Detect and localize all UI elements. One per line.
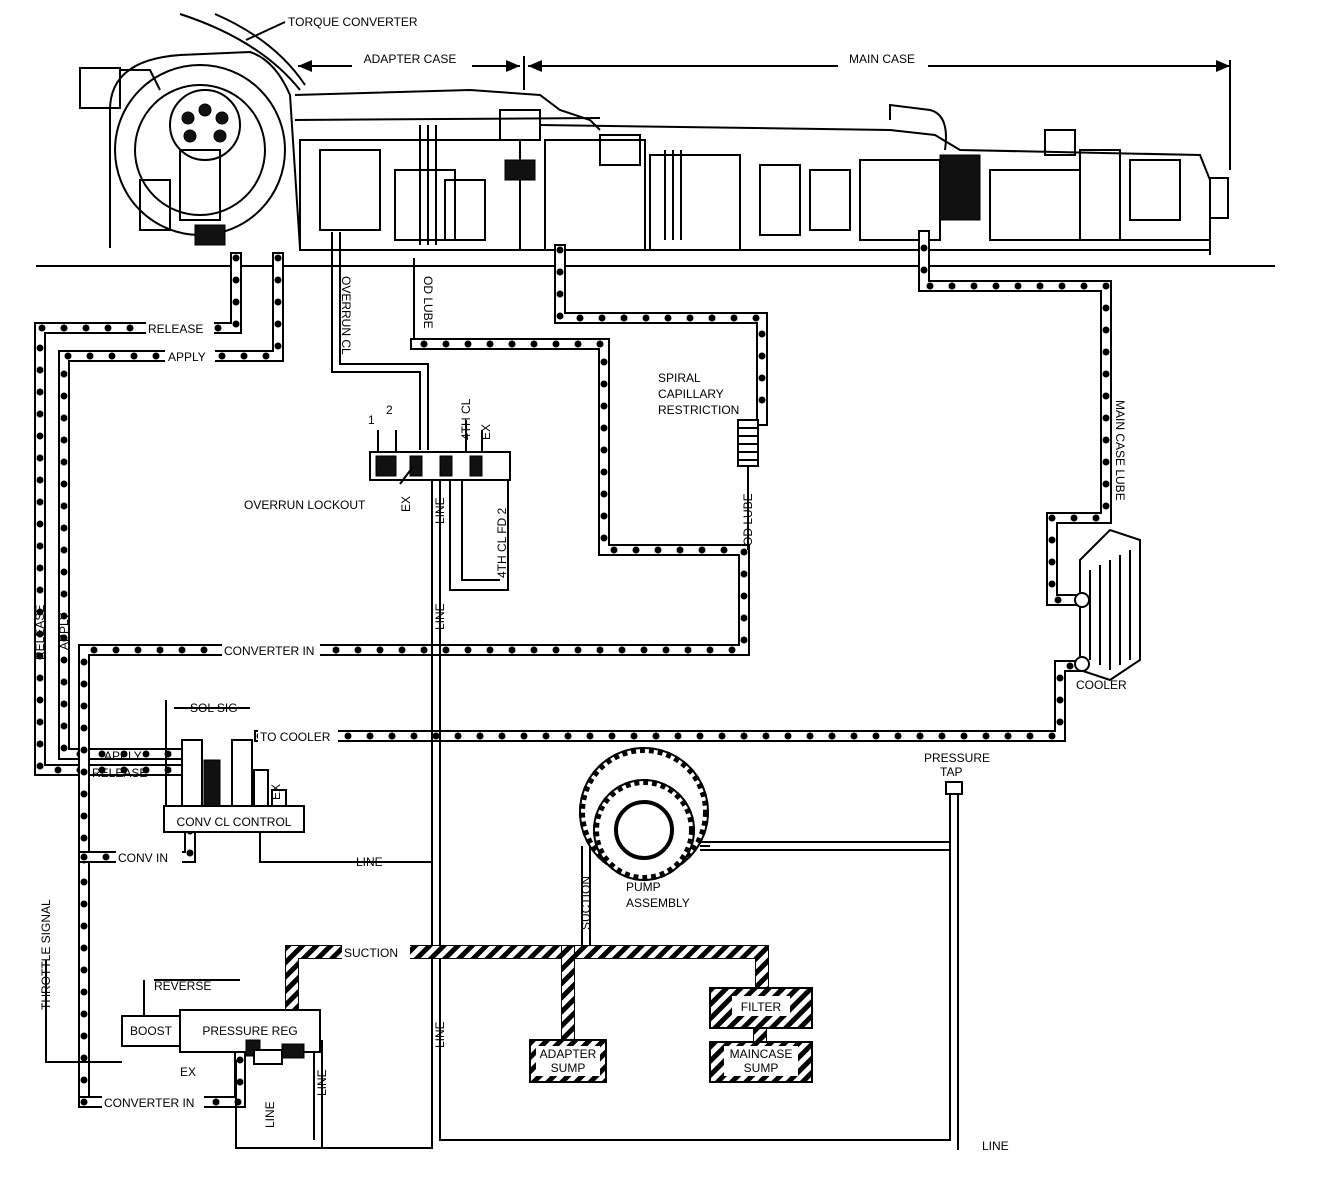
labels: RELEASE APPLY CONVERTER IN TO COOLER SOL… (33, 276, 1127, 1153)
line-pressure-lines (45, 232, 959, 1150)
spiral-capillary-label-2: CAPILLARY (658, 387, 724, 401)
suction-vertical-label: SUCTION (579, 876, 593, 930)
overrun-lockout-valve: OVERRUN LOCKOUT (244, 420, 511, 512)
cooler: COOLER (1074, 528, 1141, 692)
adapter-case-label: ADAPTER CASE (364, 52, 457, 66)
apply-side-label: APPLY (57, 612, 71, 650)
pressure-reg-label: PRESSURE REG (202, 1024, 297, 1038)
od-lube-lower-label: OD LUBE (741, 493, 755, 546)
cooler-label: COOLER (1076, 678, 1127, 692)
release-top-label: RELEASE (148, 322, 203, 336)
conv-in-label: CONV IN (118, 851, 168, 865)
apply-valve-label: APPLY (104, 749, 142, 763)
release-valve-label: RELEASE (92, 766, 147, 780)
line-bottom-label: LINE (982, 1139, 1009, 1153)
throttle-signal-label: THROTTLE SIGNAL (39, 899, 53, 1010)
spiral-capillary-label-3: RESTRICTION (658, 403, 739, 417)
line-label-1: LINE (356, 855, 383, 869)
apply-top-label: APPLY (168, 350, 206, 364)
ex-label-3: EX (399, 496, 413, 512)
converter-in-label: CONVERTER IN (224, 644, 314, 658)
line-label-6: LINE (263, 1101, 277, 1128)
ex-label-2: EX (479, 424, 493, 440)
pump-assembly: PUMP ASSEMBLY (579, 747, 710, 910)
od-lube-label: OD LUBE (421, 276, 435, 329)
line-label-3: LINE (433, 603, 447, 630)
transmission-cross-section (36, 13, 1275, 267)
overrun-cl-label: OVERRUN CL (339, 276, 353, 355)
fourth-cl-label: 4TH CL (459, 398, 473, 440)
main-case-lube-label: MAIN CASE LUBE (1113, 400, 1127, 501)
to-cooler-label: TO COOLER (260, 730, 331, 744)
ex-label-4: EX (269, 784, 283, 800)
filter-label: FILTER (741, 1000, 782, 1014)
line-label-4: LINE (433, 1021, 447, 1048)
conv-cl-control-valve: CONV CL CONTROL (163, 739, 305, 833)
maincase-sump-label-2: SUMP (744, 1061, 779, 1075)
main-case-label: MAIN CASE (849, 52, 915, 66)
pressure-tap-label-2: TAP (940, 765, 962, 779)
ex-label-1: EX (180, 1065, 196, 1079)
spiral-capillary-label-1: SPIRAL (658, 371, 701, 385)
sol-sig-label: SOL SIG (190, 701, 238, 715)
overrun-lockout-label: OVERRUN LOCKOUT (244, 498, 366, 512)
suction-lines (285, 945, 769, 1049)
pressure-tap: PRESSURE TAP (924, 751, 990, 795)
line-label-5: LINE (315, 1069, 329, 1096)
converter-in-bottom-label: CONVERTER IN (104, 1096, 194, 1110)
suction-label: SUCTION (344, 946, 398, 960)
num-2-label: 2 (386, 403, 393, 417)
maincase-sump-label-1: MAINCASE (730, 1047, 793, 1061)
torque-converter-label: TORQUE CONVERTER (288, 15, 418, 29)
adapter-sump-label-2: SUMP (551, 1061, 586, 1075)
pressure-tap-label-1: PRESSURE (924, 751, 990, 765)
conv-cl-control-label: CONV CL CONTROL (177, 815, 292, 829)
boost-label: BOOST (130, 1024, 173, 1038)
pump-assembly-label-2: ASSEMBLY (626, 896, 690, 910)
adapter-sump-label-1: ADAPTER (540, 1047, 597, 1061)
pressure-regulator-valve: BOOST PRESSURE REG (121, 1009, 321, 1065)
num-1-label: 1 (368, 413, 375, 427)
reverse-label: REVERSE (154, 979, 211, 993)
case-dimension-markers: ADAPTER CASE MAIN CASE TORQUE CONVERTER (245, 15, 1231, 170)
line-label-2: LINE (433, 497, 447, 524)
fourth-cl-fd2-label: 4TH CL FD 2 (495, 507, 509, 578)
pump-assembly-label-1: PUMP (626, 880, 661, 894)
sumps-and-filter: ADAPTER SUMP FILTER MAINCASE SUMP (529, 987, 813, 1083)
spiral-capillary-restriction: SPIRAL CAPILLARY RESTRICTION (658, 371, 759, 550)
release-side-label: RELEASE (33, 605, 47, 660)
